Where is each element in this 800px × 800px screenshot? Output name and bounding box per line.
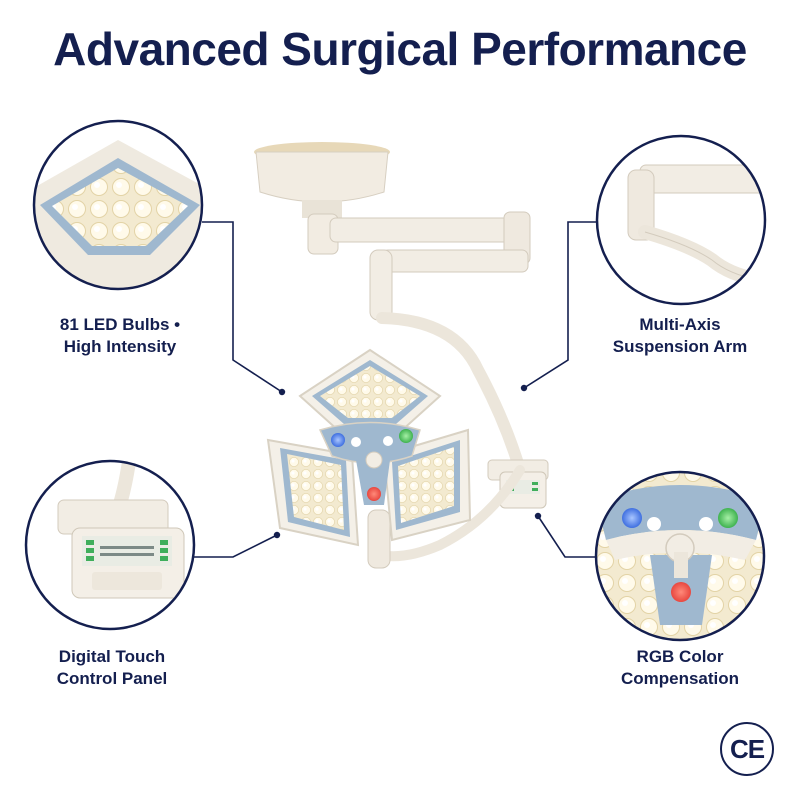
- surgical-lamp: [254, 142, 549, 569]
- panel-detail-circle: [24, 459, 196, 631]
- feature-label-arm-line1: Multi-Axis: [639, 315, 721, 334]
- led-callout-line: [202, 221, 283, 393]
- feature-label-panel-line1: Digital Touch: [58, 647, 166, 666]
- arm-callout-line: [523, 221, 597, 389]
- callout-lines: [193, 221, 597, 558]
- feature-label-rgb-line1: RGB Color: [636, 647, 724, 666]
- feature-label-led-line2: High Intensity: [63, 337, 177, 356]
- ce-certification-icon: CE: [720, 722, 774, 776]
- feature-label-arm-line2: Suspension Arm: [612, 337, 748, 356]
- arm-detail-circle: [595, 134, 767, 306]
- feature-label-rgb-line2: Compensation: [620, 669, 740, 688]
- led-detail-circle: [32, 119, 204, 291]
- feature-label-led-line1: 81 LED Bulbs •: [59, 315, 181, 334]
- feature-label-rgb: RGB Color Compensation: [590, 646, 770, 690]
- feature-label-led: 81 LED Bulbs • High Intensity: [30, 314, 210, 358]
- feature-label-panel: Digital Touch Control Panel: [22, 646, 202, 690]
- feature-label-panel-line2: Control Panel: [56, 669, 168, 688]
- page-title: Advanced Surgical Performance: [53, 23, 747, 75]
- panel-callout-line: [193, 534, 278, 558]
- rgb-callout-line: [537, 515, 596, 558]
- rgb-detail-circle: [594, 470, 766, 642]
- feature-label-arm: Multi-Axis Suspension Arm: [590, 314, 770, 358]
